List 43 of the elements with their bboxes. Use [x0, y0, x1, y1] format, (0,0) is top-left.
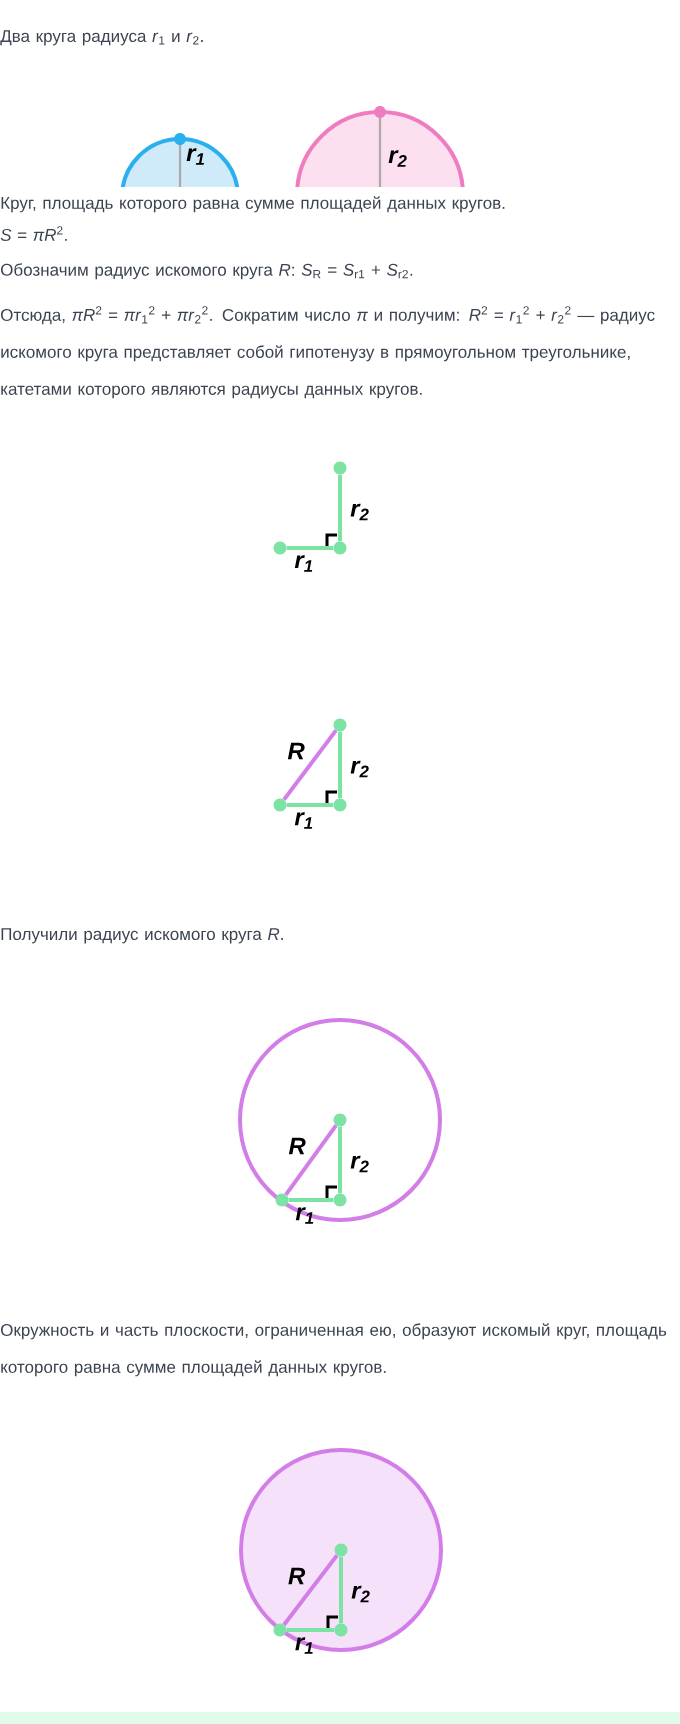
edge-label: r$_{1}$	[294, 812, 313, 829]
segment	[286, 1628, 335, 1632]
paragraph: Получили радиус искомого круга R.	[1, 928, 283, 944]
point	[334, 1623, 348, 1637]
segment	[282, 1554, 339, 1626]
paragraph: Окружность и часть плоскости, ограниченная ею, образуют искомый круг, площадь которого равна сумме площадей данных кругов.	[1, 1323, 667, 1377]
paragraph: S = πR$^{2}$.	[0, 226, 67, 241]
point	[273, 1623, 287, 1637]
paragraph: Отсюда, πR$^{2}$ = πr$_{1}$$^{2}$ + πr$_{2}$$^{2}$. Сократим число π и получим: R$^{2}$ = r$_{1}$$^{2}$ + r$_{2}$$^{2}$ — радиус искомого круга представляет собой гипотенузу в прямоугольном треугольнике, катетами которого являются радиусы данных кругов.	[1, 306, 655, 399]
paragraph: Обозначим радиус искомого круга R: S$_{R}$ = S$_{r1}$ + S$_{r2}$.	[1, 263, 413, 280]
edge-label: r$_{2}$	[350, 503, 369, 521]
edge-label: r$_{2}$	[351, 1585, 370, 1603]
segment	[282, 729, 338, 801]
edge-label: r$_{1}$	[294, 555, 313, 572]
segment	[338, 1126, 342, 1194]
paragraph: Два круга радиуса r$_{1}$ и r$_{2}$.	[0, 30, 203, 46]
radius-label: r$_{1}$	[186, 148, 204, 165]
point	[333, 541, 347, 555]
paragraph: Круг, площадь которого равна сумме площадей данных кругов.	[1, 196, 505, 213]
edge-label: R	[288, 1567, 306, 1585]
segment	[284, 1124, 338, 1196]
point	[333, 798, 347, 812]
point	[334, 1543, 348, 1557]
edge-label: R	[287, 742, 305, 760]
edge-label: r$_{1}$	[295, 1637, 313, 1654]
point	[333, 1113, 347, 1127]
point	[273, 541, 287, 555]
edge-label: r$_{2}$	[350, 760, 369, 778]
point	[333, 718, 347, 732]
radius-label: r$_{2}$	[388, 150, 407, 167]
segment	[286, 803, 334, 807]
edge-label: r$_{1}$	[295, 1207, 314, 1224]
point	[275, 1193, 289, 1207]
segment	[338, 474, 342, 542]
segment	[338, 731, 342, 799]
edge-label: R	[288, 1137, 306, 1155]
point	[333, 1193, 347, 1207]
point	[333, 461, 347, 475]
point	[273, 798, 287, 812]
segment	[339, 1556, 343, 1624]
segment	[288, 1198, 334, 1202]
segment	[286, 546, 334, 550]
edge-label: r$_{2}$	[350, 1155, 369, 1173]
